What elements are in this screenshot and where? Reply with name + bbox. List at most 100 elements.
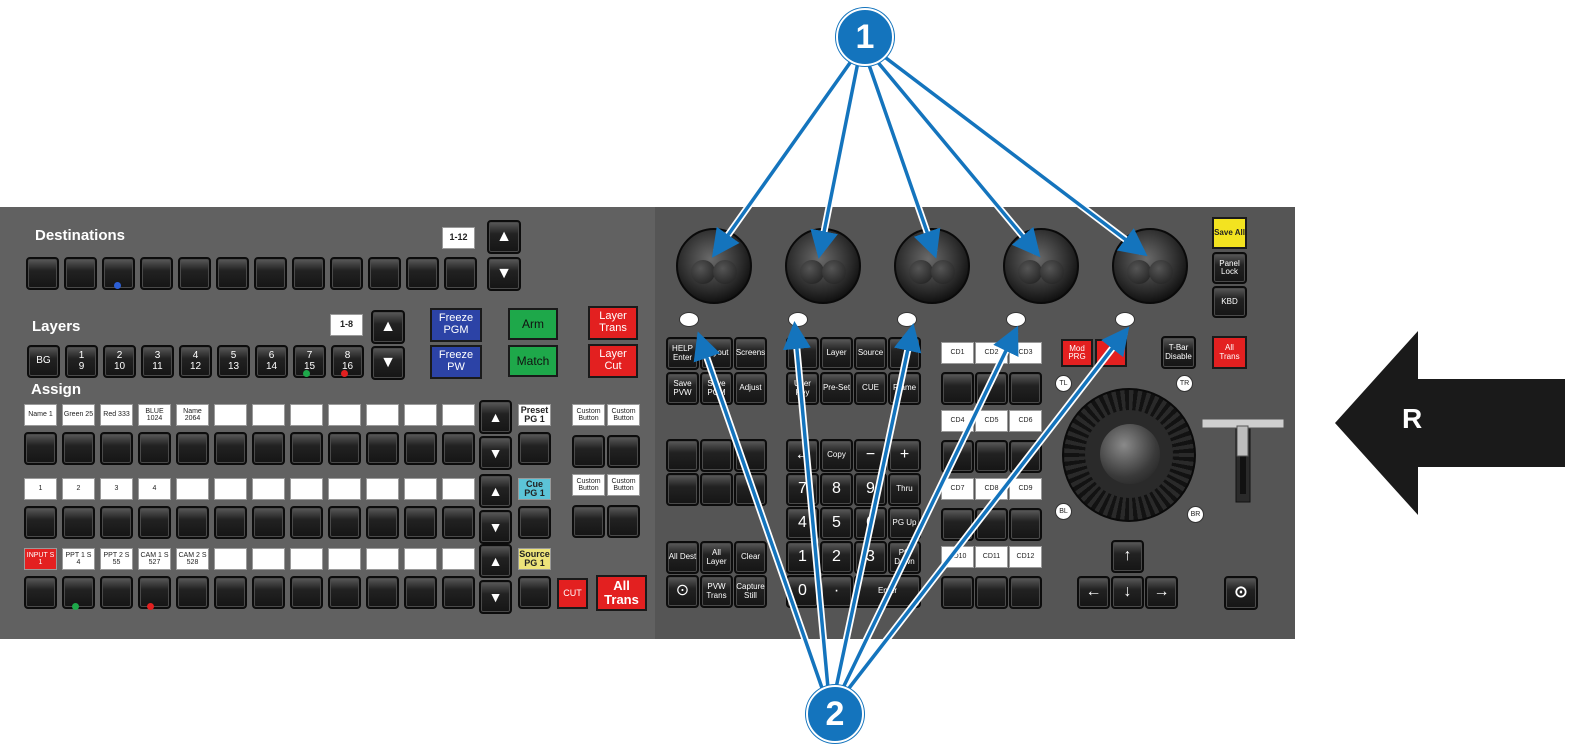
assign-page-down-button[interactable]: ▼ [479, 580, 512, 614]
arrow-right-button[interactable]: → [1145, 576, 1178, 609]
cd-button[interactable] [941, 576, 974, 609]
cd-button[interactable] [975, 576, 1008, 609]
assign-button[interactable] [24, 506, 57, 539]
layers-page-up-button[interactable]: ▲ [371, 310, 405, 344]
assign-button[interactable] [252, 506, 285, 539]
assign-button[interactable] [62, 576, 95, 609]
assign-button[interactable] [290, 506, 323, 539]
keypad-key[interactable]: + [888, 439, 921, 472]
assign-button[interactable] [214, 432, 247, 465]
function-key[interactable]: Adjust [734, 372, 767, 405]
trackball[interactable] [1100, 424, 1160, 484]
custom-button[interactable] [572, 435, 605, 468]
destination-button[interactable] [406, 257, 439, 290]
assign-button[interactable] [290, 432, 323, 465]
assign-page-button[interactable] [518, 576, 551, 609]
save-all-button[interactable]: Save All [1212, 217, 1247, 249]
assign-page-button[interactable] [518, 432, 551, 465]
destination-button[interactable] [26, 257, 59, 290]
bottom-function-key[interactable]: All Layer [700, 541, 733, 574]
cd-button[interactable] [941, 372, 974, 405]
freeze-pw-button[interactable]: Freeze PW [430, 345, 482, 379]
assign-button[interactable] [176, 506, 209, 539]
assign-button[interactable] [442, 432, 475, 465]
function-key[interactable]: Screens [734, 337, 767, 370]
layer-trans-button[interactable]: Layer Trans [588, 306, 638, 340]
assign-button[interactable] [62, 432, 95, 465]
assign-button[interactable] [328, 432, 361, 465]
bottom-function-key[interactable]: ⊙ [666, 575, 699, 608]
assign-button[interactable] [100, 506, 133, 539]
arm-button[interactable]: Arm [508, 308, 558, 340]
assign-page-button[interactable] [518, 506, 551, 539]
keypad-key[interactable]: Thru [888, 473, 921, 506]
function-key[interactable]: Save PVW [666, 372, 699, 405]
kbd-button[interactable]: KBD [1212, 286, 1247, 318]
bottom-function-key[interactable]: Capture Still [734, 575, 767, 608]
assign-button[interactable] [404, 432, 437, 465]
bottom-function-key[interactable]: All Dest [666, 541, 699, 574]
assign-button[interactable] [138, 432, 171, 465]
custom-button[interactable] [572, 505, 605, 538]
layer-button[interactable]: BG [27, 345, 60, 378]
arrow-left-button[interactable]: ← [1077, 576, 1110, 609]
assign-button[interactable] [252, 432, 285, 465]
keypad-key[interactable]: 8 [820, 473, 853, 506]
bottom-function-key[interactable]: PVW Trans [700, 575, 733, 608]
layer-cut-button[interactable]: Layer Cut [588, 344, 638, 378]
arrow-down-button[interactable]: ↓ [1111, 576, 1144, 609]
assign-button[interactable] [404, 506, 437, 539]
assign-page-down-button[interactable]: ▼ [479, 510, 512, 544]
mod-prg-button[interactable]: Mod PRG [1061, 339, 1093, 367]
assign-button[interactable] [100, 576, 133, 609]
assign-button[interactable] [442, 576, 475, 609]
destination-button[interactable] [292, 257, 325, 290]
joystick-enable-button[interactable]: ⊙ [1224, 576, 1258, 610]
custom-button[interactable] [607, 435, 640, 468]
assign-button[interactable] [366, 432, 399, 465]
keypad-key[interactable]: PG Up [888, 507, 921, 540]
cut-button[interactable]: CUT [557, 578, 588, 609]
destination-button[interactable] [254, 257, 287, 290]
blank-key[interactable] [666, 473, 699, 506]
assign-button[interactable] [366, 506, 399, 539]
destination-button[interactable] [444, 257, 477, 290]
keypad-key[interactable]: 2 [820, 541, 853, 574]
destinations-page-down-button[interactable]: ▼ [487, 257, 521, 291]
freeze-pgm-button[interactable]: Freeze PGM [430, 308, 482, 342]
destinations-page-up-button[interactable]: ▲ [487, 220, 521, 254]
menu-key[interactable]: Frame [888, 372, 921, 405]
assign-page-up-button[interactable]: ▲ [479, 400, 512, 434]
layers-page-down-button[interactable]: ▼ [371, 346, 405, 380]
assign-button[interactable] [328, 506, 361, 539]
blank-key[interactable] [666, 439, 699, 472]
destination-button[interactable] [368, 257, 401, 290]
assign-button[interactable] [24, 576, 57, 609]
assign-button[interactable] [62, 506, 95, 539]
blank-key[interactable] [700, 473, 733, 506]
assign-page-up-button[interactable]: ▲ [479, 544, 512, 578]
assign-button[interactable] [442, 506, 475, 539]
menu-key[interactable]: Source [854, 337, 887, 370]
assign-button[interactable] [328, 576, 361, 609]
function-key[interactable]: HELP Enter [666, 337, 699, 370]
assign-button[interactable] [24, 432, 57, 465]
arrow-up-button[interactable]: ↑ [1111, 540, 1144, 573]
custom-button[interactable] [607, 505, 640, 538]
assign-button[interactable] [176, 432, 209, 465]
cd-button[interactable] [1009, 372, 1042, 405]
assign-button[interactable] [176, 576, 209, 609]
menu-key[interactable]: CUE [854, 372, 887, 405]
keypad-key[interactable]: Copy [820, 439, 853, 472]
assign-button[interactable] [290, 576, 323, 609]
assign-button[interactable] [214, 506, 247, 539]
cd-button[interactable] [1009, 508, 1042, 541]
menu-key[interactable]: Layer [820, 337, 853, 370]
keypad-key[interactable]: 5 [820, 507, 853, 540]
bottom-function-key[interactable]: Clear [734, 541, 767, 574]
